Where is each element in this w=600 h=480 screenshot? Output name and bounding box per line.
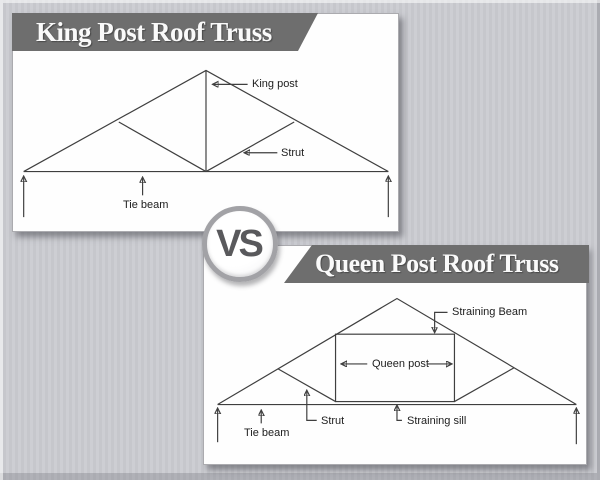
king-strut-label: Strut (281, 147, 305, 159)
queen-panel-title: Queen Post Roof Truss (284, 245, 589, 283)
king-panel-title: King Post Roof Truss (12, 13, 318, 51)
queen-strut-pointer (307, 391, 317, 421)
king-post-panel: King Post Roof Truss King post Strut Tie… (12, 13, 399, 232)
queen-tie-beam-label: Tie beam (244, 427, 290, 439)
queen-post-truss-diagram (204, 297, 586, 445)
queen-post-label: Queen post (372, 358, 429, 370)
queen-posts-frame (334, 333, 456, 403)
vs-text: VS (216, 223, 264, 265)
king-post-label: King post (252, 78, 298, 90)
queen-post-panel: Queen Post Roof Truss Straining Beam Que… (203, 245, 589, 465)
king-right-strut-line (205, 121, 295, 173)
straining-beam-pointer (435, 311, 448, 332)
queen-rafters-line (217, 297, 577, 406)
queen-left-strut-line (277, 368, 336, 403)
king-tie-beam-label: Tie beam (123, 199, 169, 211)
straining-sill-label: Straining sill (407, 415, 467, 427)
king-post-truss-diagram (13, 69, 398, 218)
straining-beam-label: Straining Beam (452, 306, 528, 318)
queen-right-strut-line (454, 367, 515, 403)
vs-badge: VS (202, 206, 278, 282)
queen-strut-label: Strut (321, 415, 345, 427)
king-left-strut-line (118, 121, 207, 173)
straining-sill-pointer (397, 406, 402, 421)
